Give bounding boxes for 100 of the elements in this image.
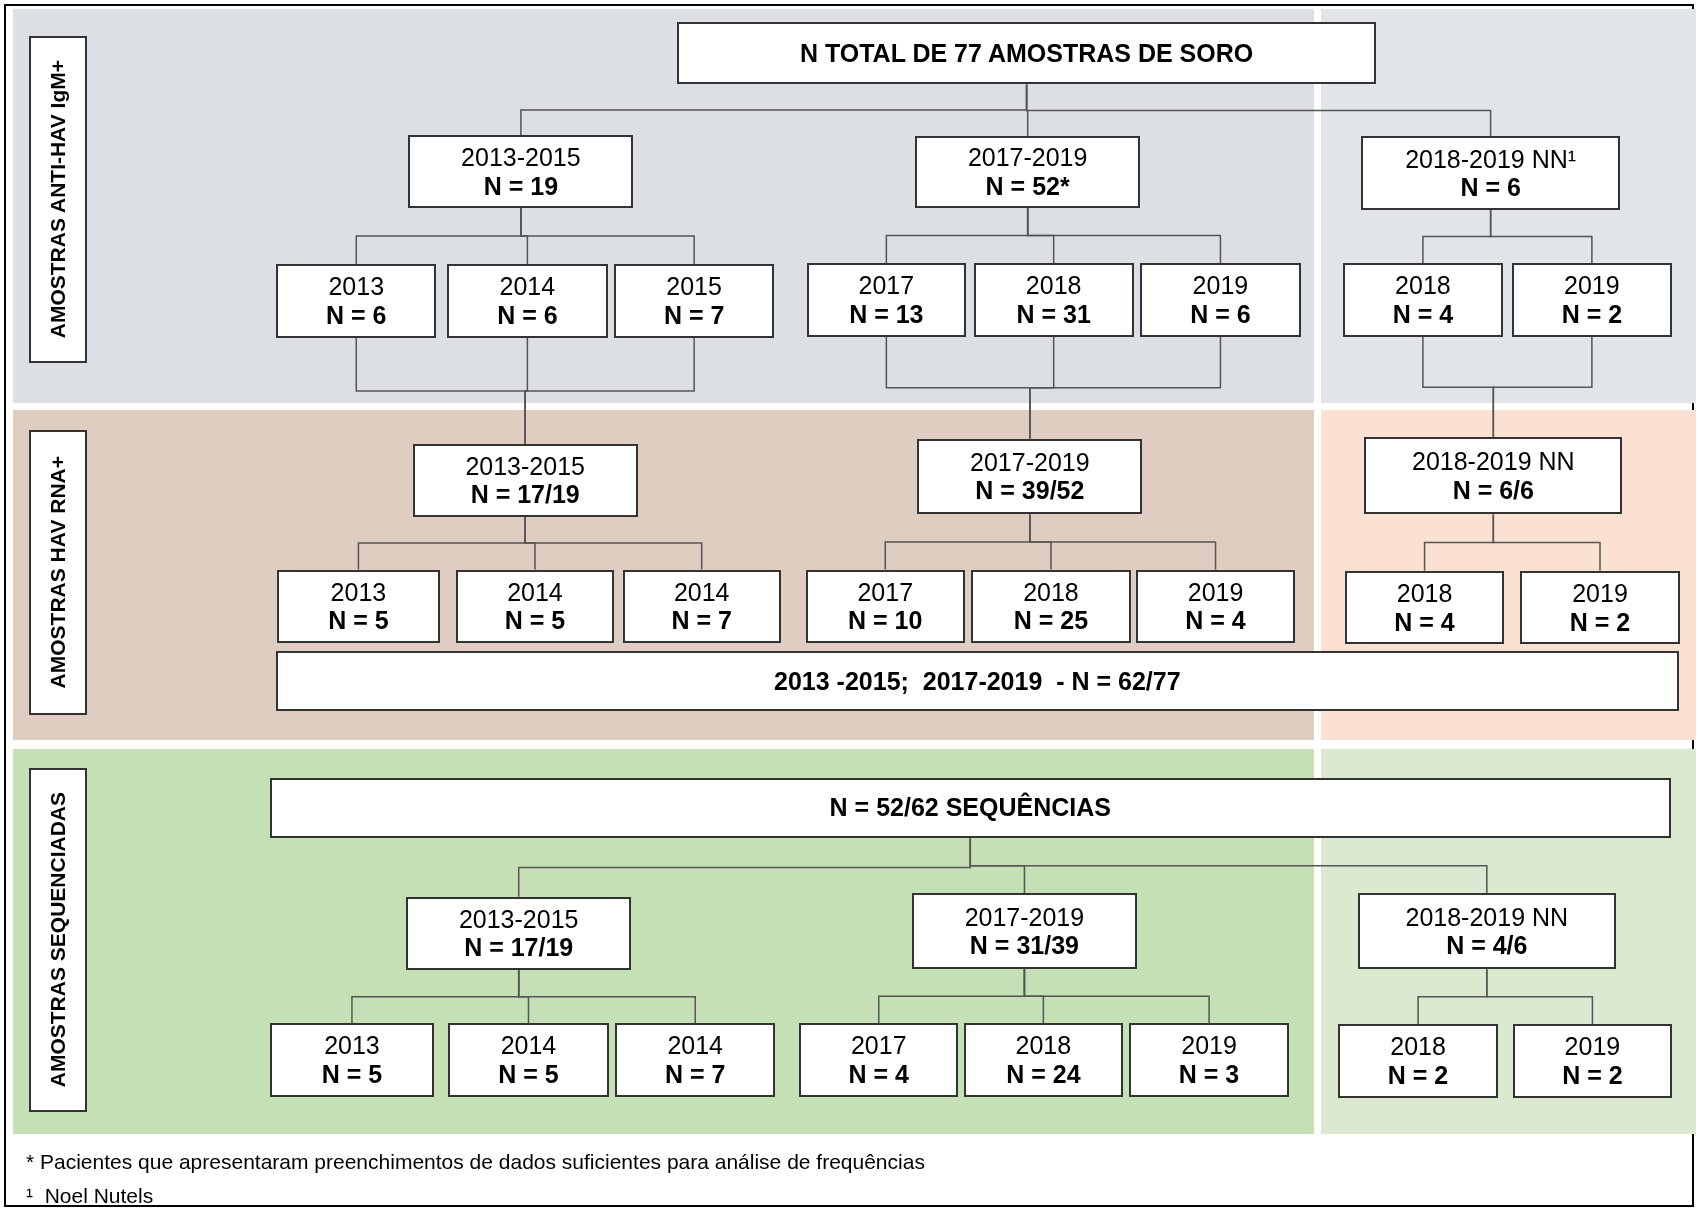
count-label: N = 6 (1190, 299, 1251, 329)
count-label: N = 6 (497, 301, 558, 330)
count-label: N = 7 (665, 1060, 726, 1089)
count-box (971, 569, 1131, 644)
count-box (805, 569, 965, 644)
count-box (963, 1023, 1123, 1097)
count-label: N = 17/19 (470, 480, 580, 509)
count-label: N = 4 (1394, 607, 1455, 637)
count-box (614, 264, 775, 338)
count-box (1520, 570, 1680, 645)
period-label: 2019 (1187, 577, 1244, 607)
count-label: N = 5 (498, 1060, 559, 1089)
connector-line (517, 969, 696, 1025)
count-box (447, 264, 608, 338)
period-label: 2019 (1572, 578, 1628, 608)
connector-line (1029, 336, 1222, 440)
period-label: 2018 (1395, 271, 1451, 300)
count-label: N = 39/52 (975, 476, 1085, 506)
period-label: 2017 (850, 1031, 907, 1061)
count-label: N = 52/62 SEQUÊNCIAS (829, 793, 1111, 823)
connector-line (524, 337, 695, 445)
period-label: 2014 (500, 1031, 557, 1061)
period-label: 2018 (1390, 1032, 1446, 1062)
period-label: 2019 (1564, 271, 1620, 300)
count-box (269, 1023, 435, 1097)
section-label-box (29, 767, 87, 1113)
period-label: 2014 (667, 1031, 723, 1061)
period-label: 2018-2019 NN (1405, 902, 1569, 932)
count-label: N = 5 (328, 606, 389, 636)
count-box (1129, 1023, 1289, 1097)
period-label: 2013 (328, 272, 385, 302)
count-label: N = 31/39 (969, 931, 1079, 961)
count-label: N = 25 (1013, 606, 1089, 636)
count-label: N = 2 (1562, 1061, 1623, 1090)
count-box (915, 136, 1141, 208)
section-label-box (29, 35, 87, 363)
connector-line (524, 515, 703, 571)
period-label: 2019 (1564, 1032, 1621, 1062)
count-box (911, 893, 1138, 970)
count-label: N = 4 (1185, 606, 1246, 636)
count-label: N = 6 (326, 301, 387, 330)
period-label: 2015 (666, 272, 722, 302)
period-label: 2014 (499, 272, 556, 302)
count-box (1342, 263, 1504, 337)
count-label: N = 5 (504, 606, 566, 636)
count-box (676, 21, 1377, 85)
count-label: N = 52* (985, 172, 1070, 201)
count-box (455, 569, 614, 644)
footnote: ¹ Noel Nutels (26, 1182, 155, 1209)
count-label: N = 7 (663, 301, 725, 330)
count-box (1135, 569, 1296, 644)
period-label: 2013-2015 (461, 142, 581, 172)
count-box (448, 1023, 609, 1097)
connector-line (1026, 207, 1222, 264)
count-label: N = 17/19 (464, 933, 574, 963)
period-label: 2017-2019 (967, 143, 1088, 173)
period-label: 2017 (857, 577, 914, 607)
count-label: N TOTAL DE 77 AMOSTRAS DE SORO (799, 38, 1254, 68)
section-label-box (29, 429, 87, 715)
count-box (622, 569, 781, 644)
period-label: 2013-2015 (465, 451, 585, 481)
count-box (277, 569, 440, 644)
count-box (1140, 263, 1301, 337)
count-label: N = 10 (848, 606, 923, 636)
count-box (412, 444, 638, 517)
count-box (1511, 263, 1672, 337)
count-label: N = 13 (849, 299, 924, 329)
count-label: N = 7 (671, 606, 732, 636)
count-label: N = 4/6 (1446, 931, 1528, 961)
connector-line (1025, 83, 1492, 138)
count-label: N = 6/6 (1452, 475, 1534, 505)
count-label: N = 6 (1460, 173, 1521, 202)
count-label: 2013 -2015; 2017-2019 - N = 62/77 (774, 666, 1181, 696)
count-box (1357, 893, 1616, 970)
count-box (406, 896, 632, 971)
count-box (1364, 437, 1623, 515)
period-label: 2018 (1396, 578, 1453, 608)
section-label: AMOSTRAS ANTI-HAV IgM+ (45, 60, 70, 339)
count-label: N = 5 (321, 1060, 383, 1089)
count-box (1338, 1024, 1498, 1099)
count-box (1512, 1024, 1672, 1099)
period-label: 2018 (1025, 271, 1082, 300)
period-label: 2014 (673, 577, 730, 607)
count-label: N = 2 (1569, 607, 1631, 637)
section-label: AMOSTRAS HAV RNA+ (45, 456, 70, 689)
period-label: 2013 (330, 577, 387, 607)
period-label: 2013-2015 (458, 904, 579, 934)
period-label: 2019 (1192, 271, 1249, 300)
count-box (917, 438, 1143, 515)
count-box (1361, 136, 1620, 211)
connector-line (969, 837, 1488, 895)
footnote: * Pacientes que apresentaram preenchimentos de dados suficientes para análise de frequências (26, 1149, 925, 1175)
period-label: 2018-2019 NN (1412, 447, 1575, 476)
connector-line (1029, 513, 1217, 571)
period-label: 2017-2019 (970, 447, 1090, 477)
count-box (408, 135, 634, 208)
count-box (806, 263, 966, 337)
count-label: N = 2 (1387, 1061, 1449, 1090)
count-label: N = 19 (483, 171, 559, 201)
connector-line (1023, 968, 1210, 1025)
